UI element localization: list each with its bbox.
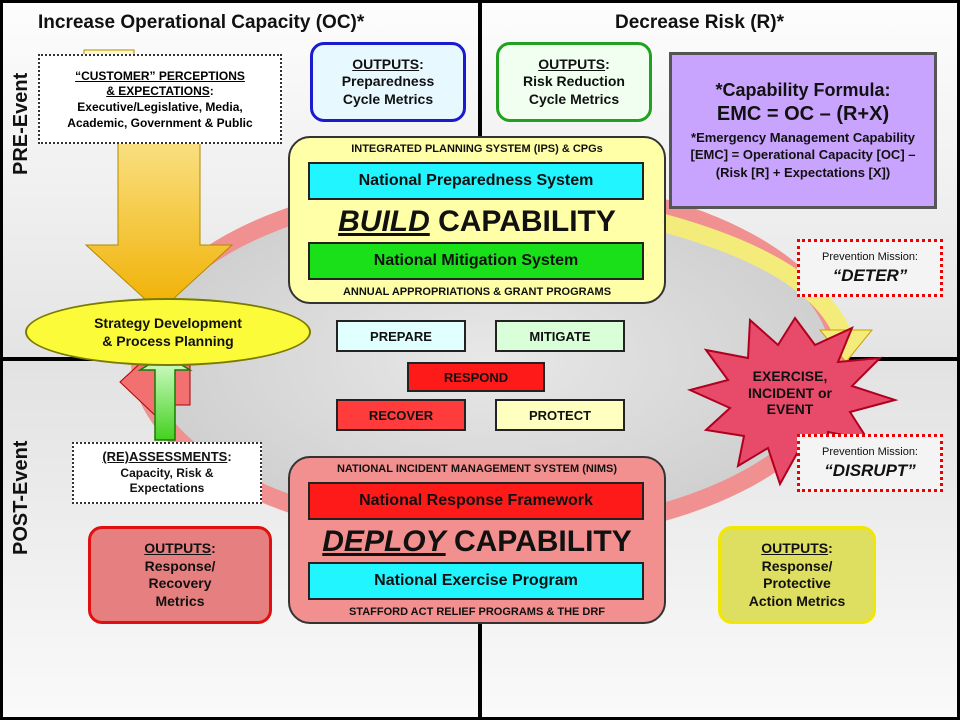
formula-title: *Capability Formula: (715, 79, 891, 100)
outputs-recovery-title: OUTPUTS (144, 540, 212, 556)
event-burst (687, 316, 899, 487)
outputs-risk-suffix: : (605, 55, 610, 72)
national-mitigation-system: National Mitigation System (308, 242, 644, 280)
event-burst-label: EXERCISE, INCIDENT or EVENT (730, 362, 850, 424)
reassessments-box: (RE)ASSESSMENTS: Capacity, Risk & Expect… (72, 442, 262, 504)
outputs-prep-suffix: : (419, 55, 424, 72)
reassess-line1: Capacity, Risk & (120, 465, 214, 480)
prevention-deter-box: Prevention Mission: “DETER” (797, 239, 943, 297)
outputs-protective-suffix: : (828, 540, 833, 556)
prevention-disrupt-box: Prevention Mission: “DISRUPT” (797, 434, 943, 492)
strategy-line1: Strategy Development (94, 314, 242, 331)
outputs-recovery-box: OUTPUTS: Response/ Recovery Metrics (88, 526, 272, 624)
header-left: Increase Operational Capacity (OC)* (38, 12, 365, 33)
event-line1: EXERCISE, (752, 367, 828, 384)
phase-respond: RESPOND (407, 362, 545, 392)
outputs-prep-line1: Preparedness (341, 73, 435, 90)
event-line2: INCIDENT or (748, 384, 832, 401)
national-response-framework: National Response Framework (308, 482, 644, 520)
outputs-protective-box: OUTPUTS: Response/ Protective Action Met… (718, 526, 876, 624)
reassess-suffix: : (227, 448, 232, 464)
outputs-risk-line1: Risk Reduction (523, 73, 625, 90)
event-line3: EVENT (766, 401, 814, 418)
disrupt-label: Prevention Mission: (822, 445, 918, 458)
build-capability-panel: INTEGRATED PLANNING SYSTEM (IPS) & CPGs … (288, 136, 666, 304)
outputs-protective-line1: Response/ (761, 557, 833, 574)
outputs-recovery-suffix: : (211, 540, 216, 556)
phase-prepare: PREPARE (336, 320, 466, 352)
national-exercise-program: National Exercise Program (308, 562, 644, 600)
outputs-prep-line2: Cycle Metrics (342, 90, 434, 107)
customer-line1: “CUSTOMER” PERCEPTIONS (75, 68, 245, 83)
formula-equation: EMC = OC – (R+X) (716, 102, 890, 125)
build-bottom-caption: ANNUAL APPROPRIATIONS & GRANT PROGRAMS (342, 286, 612, 298)
outputs-recovery-line1: Response/ (144, 557, 216, 574)
customer-perceptions-box: “CUSTOMER” PERCEPTIONS & EXPECTATIONS: E… (38, 54, 282, 144)
capability-formula-box: *Capability Formula: EMC = OC – (R+X) *E… (669, 52, 937, 209)
customer-line2: & EXPECTATIONS (106, 84, 210, 99)
outputs-risk-title: OUTPUTS (538, 55, 606, 72)
deploy-top-caption: NATIONAL INCIDENT MANAGEMENT SYSTEM (NIM… (336, 463, 618, 475)
header-right: Decrease Risk (R)* (615, 12, 784, 33)
reassess-title: (RE)ASSESSMENTS (102, 448, 228, 464)
deploy-title-em: DEPLOY (322, 525, 446, 558)
outputs-risk-line2: Cycle Metrics (528, 90, 620, 107)
reassess-line2: Expectations (129, 481, 205, 496)
outputs-protective-title: OUTPUTS (761, 540, 829, 556)
deter-value: “DETER” (832, 265, 908, 285)
outputs-preparedness-box: OUTPUTS: Preparedness Cycle Metrics (310, 42, 466, 122)
phase-protect: PROTECT (495, 399, 625, 431)
outputs-protective-line2: Protective (763, 575, 831, 591)
deter-label: Prevention Mission: (822, 250, 918, 263)
disrupt-value: “DISRUPT” (824, 460, 916, 480)
outputs-recovery-line3: Metrics (155, 592, 205, 609)
customer-line3: Executive/Legislative, Media, (77, 100, 243, 114)
phase-mitigate: MITIGATE (495, 320, 625, 352)
customer-line4: Academic, Government & Public (67, 115, 253, 130)
phase-recover: RECOVER (336, 399, 466, 431)
strategy-line2: & Process Planning (102, 333, 234, 349)
customer-line2-suffix: : (209, 84, 214, 99)
outputs-prep-title: OUTPUTS (352, 55, 420, 72)
build-title-em: BUILD (338, 205, 430, 238)
deploy-title-rest: CAPABILITY (445, 525, 632, 558)
build-title-rest: CAPABILITY (429, 205, 616, 238)
cycle-arrow-top (657, 213, 854, 344)
deploy-title: DEPLOY CAPABILITY (290, 525, 664, 559)
outputs-risk-box: OUTPUTS: Risk Reduction Cycle Metrics (496, 42, 652, 122)
national-preparedness-system: National Preparedness System (308, 162, 644, 200)
strategy-development-ellipse: Strategy Development & Process Planning (25, 298, 311, 366)
deploy-bottom-caption: STAFFORD ACT RELIEF PROGRAMS & THE DRF (348, 606, 606, 618)
build-title: BUILD CAPABILITY (290, 205, 664, 239)
label-pre-event: PRE-Event (10, 72, 32, 175)
formula-description: *Emergency Management Capability [EMC] =… (690, 129, 916, 180)
outputs-protective-line3: Action Metrics (748, 592, 846, 609)
outputs-recovery-line2: Recovery (148, 575, 212, 591)
build-top-caption: INTEGRATED PLANNING SYSTEM (IPS) & CPGs (351, 143, 603, 155)
deploy-capability-panel: NATIONAL INCIDENT MANAGEMENT SYSTEM (NIM… (288, 456, 666, 624)
label-post-event: POST-Event (10, 440, 32, 555)
